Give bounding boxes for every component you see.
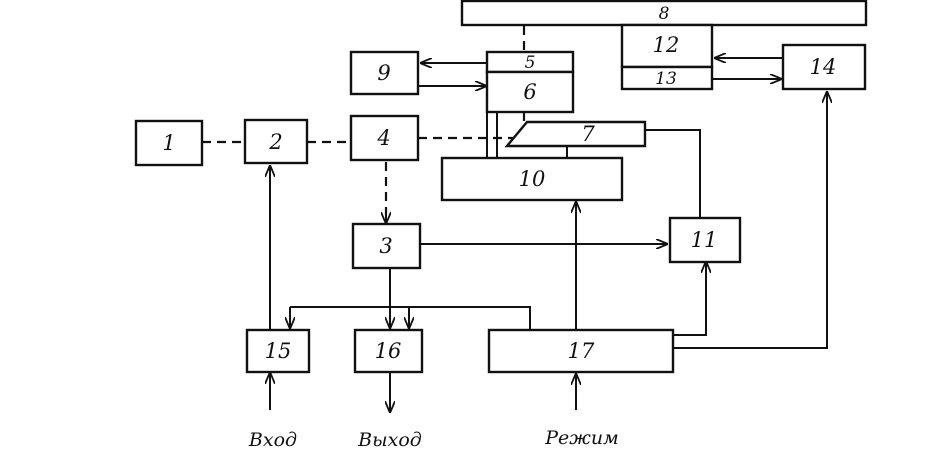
block-4-label: 4 <box>376 126 390 150</box>
link-7-11 <box>645 129 701 218</box>
block-12: 12 <box>620 23 714 69</box>
block-13: 13 <box>620 65 714 91</box>
block-17: 17 <box>487 328 675 374</box>
link-17-bus <box>290 306 531 330</box>
link-17-11 <box>673 263 707 336</box>
block-4: 4 <box>349 114 420 162</box>
block-1-label: 1 <box>162 131 175 155</box>
block-14-label: 14 <box>810 55 837 79</box>
block-12-label: 12 <box>653 33 680 57</box>
block-8-label: 8 <box>659 4 670 24</box>
block-15-label: 15 <box>265 339 292 363</box>
block-6: 6 <box>485 70 575 114</box>
block-11-label: 11 <box>691 228 718 252</box>
block-9: 9 <box>349 50 420 96</box>
block-5: 5 <box>485 50 575 74</box>
link-17-14 <box>673 95 828 349</box>
output-label: Выход <box>357 429 422 451</box>
block-8: 8 <box>460 0 868 27</box>
input-label: Вход <box>248 429 297 451</box>
block-11: 11 <box>668 216 742 264</box>
mode-label: Режим <box>544 427 619 449</box>
block-7-label: 7 <box>581 122 595 146</box>
block-14: 14 <box>781 43 867 91</box>
block-9-label: 9 <box>377 61 390 85</box>
block-1: 1 <box>134 119 204 167</box>
block-3: 3 <box>351 222 422 270</box>
block-16: 16 <box>353 328 424 374</box>
block-10-label: 10 <box>519 167 546 191</box>
block-10: 10 <box>440 156 624 202</box>
block-5-label: 5 <box>525 53 536 73</box>
block-17-label: 17 <box>568 339 595 363</box>
block-6-label: 6 <box>523 80 536 104</box>
block-16-label: 16 <box>375 339 402 363</box>
block-2: 2 <box>243 118 309 165</box>
block-15: 15 <box>245 328 311 374</box>
block-3-label: 3 <box>379 234 392 258</box>
block-13-label: 13 <box>655 69 677 89</box>
block-2-label: 2 <box>268 130 282 154</box>
block-7: 7 <box>504 120 647 148</box>
